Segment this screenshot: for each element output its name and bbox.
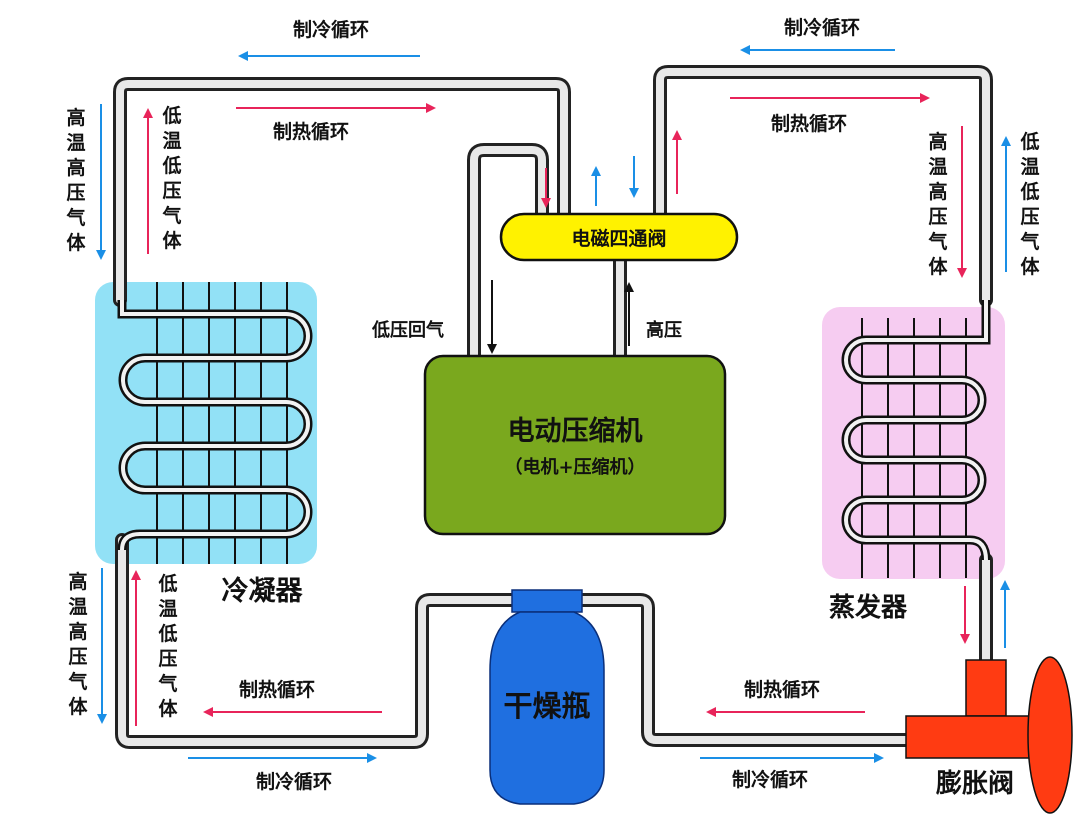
svg-text:体: 体 [928,255,948,278]
vertical-label-lp-right: 低 温 低 压 气 体 [1019,130,1040,278]
svg-text:压: 压 [1020,206,1039,228]
svg-text:压: 压 [928,206,947,228]
compressor-title: 电动压缩机 [508,415,643,447]
cooling-cycle-label: 制冷循环 [732,768,808,791]
svg-text:温: 温 [928,156,947,178]
expansion-valve [905,656,1073,814]
pipes [113,65,993,749]
svg-text:体: 体 [66,231,86,254]
svg-text:温: 温 [68,596,87,618]
svg-text:低: 低 [161,154,181,177]
svg-text:低: 低 [1019,180,1039,203]
svg-text:温: 温 [162,130,181,152]
evaporator-fins [861,318,967,578]
low-pressure-return-label: 低压回气 [371,319,444,341]
svg-text:气: 气 [927,230,947,253]
evaporator-label: 蒸发器 [829,592,908,623]
svg-text:温: 温 [158,598,177,620]
svg-text:体: 体 [158,697,178,720]
heating-cycle-label: 制热循环 [771,112,847,135]
cooling-cycle-label: 制冷循环 [256,770,332,793]
svg-text:气: 气 [65,206,85,229]
compressor [423,354,727,536]
four-way-valve-label: 电磁四通阀 [571,227,666,250]
vertical-label-hp-right: 高 温 高 压 气 体 [927,130,948,278]
svg-text:低: 低 [161,104,181,127]
svg-text:气: 气 [1019,230,1039,253]
expansion-valve-label: 膨胀阀 [936,769,1014,799]
heating-cycle-label: 制热循环 [744,678,820,701]
cooling-cycle-label: 制冷循环 [293,18,369,41]
heating-cycle-label: 制热循环 [239,678,315,701]
four-way-valve [499,212,739,262]
svg-text:高: 高 [68,570,87,593]
high-pressure-label: 高压 [646,319,682,341]
svg-text:体: 体 [162,229,182,252]
svg-text:高: 高 [928,130,947,153]
svg-text:低: 低 [1019,130,1039,153]
drier-bottle [489,589,605,805]
svg-text:气: 气 [157,672,177,695]
vertical-label-lp-bottom-left: 低 温 低 压 气 体 [157,572,178,720]
svg-text:低: 低 [157,622,177,645]
condenser-fins [156,282,288,564]
cooling-cycle-label: 制冷循环 [784,16,860,39]
svg-text:高: 高 [68,620,87,643]
heating-cycle-label: 制热循环 [273,120,349,143]
svg-text:高: 高 [66,156,85,179]
svg-text:压: 压 [162,180,181,202]
svg-text:温: 温 [1020,156,1039,178]
condenser-label: 冷凝器 [222,576,304,607]
flow-arrows [96,45,1011,763]
svg-text:体: 体 [1020,255,1040,278]
svg-text:压: 压 [68,646,87,668]
svg-text:压: 压 [66,182,85,204]
svg-text:压: 压 [158,648,177,670]
svg-text:温: 温 [66,132,85,154]
svg-text:低: 低 [157,572,177,595]
compressor-subtitle: （电机+压缩机） [504,456,645,478]
vertical-label-hp-bottom-left: 高 温 高 压 气 体 [67,570,88,718]
drier-label: 干燥瓶 [503,689,590,723]
svg-text:高: 高 [928,180,947,203]
vertical-label-hp-top-left: 高 温 高 压 气 体 [65,106,86,254]
svg-text:体: 体 [68,695,88,718]
condenser-box [95,282,317,564]
svg-text:气: 气 [67,670,87,693]
svg-text:高: 高 [66,106,85,129]
vertical-label-lp-top-left: 低 温 低 压 气 体 [161,104,182,252]
svg-text:气: 气 [161,204,181,227]
